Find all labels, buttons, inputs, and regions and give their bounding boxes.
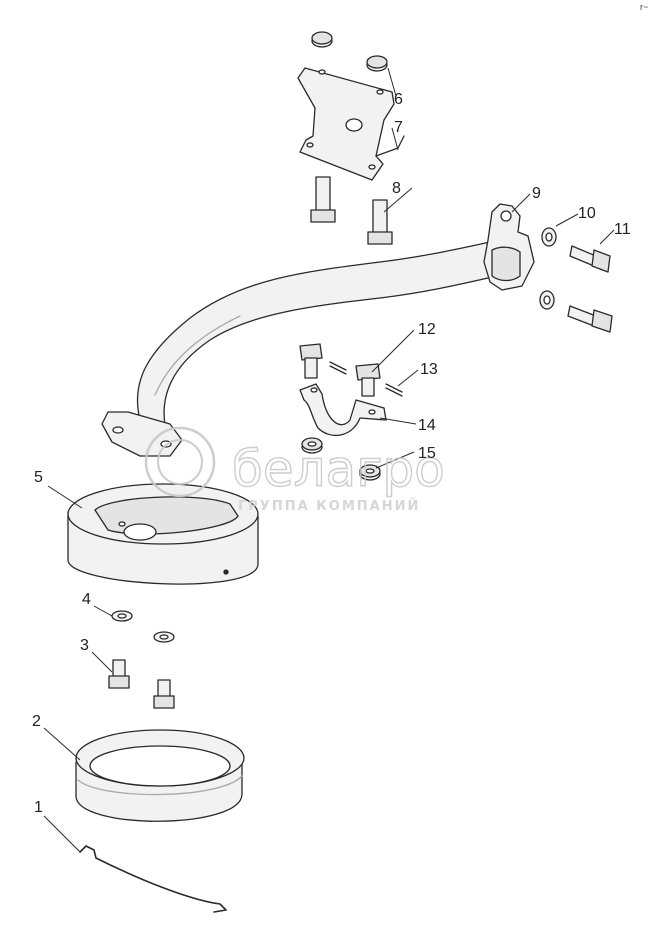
part-label-14: 14 xyxy=(418,417,436,434)
screen-bolt-right xyxy=(153,679,175,709)
part-label-4: 4 xyxy=(82,591,91,608)
bracket-bolt-right xyxy=(367,199,393,245)
mounting-bracket xyxy=(297,67,405,181)
screen-washer-left xyxy=(111,610,133,622)
clamp-bolt-right xyxy=(355,363,381,397)
flange-bolt-upper xyxy=(569,245,611,273)
lock-pin-right xyxy=(385,383,403,397)
watermark: белагро ГРУППА КОМПАНИЙ xyxy=(144,426,445,514)
part-label-9: 9 xyxy=(532,185,541,202)
leader-lines xyxy=(43,67,615,853)
bracket-bolt-left xyxy=(310,176,336,223)
wire-clip xyxy=(79,845,227,913)
pipe-lower-flange xyxy=(101,411,183,457)
part-label-11: 11 xyxy=(614,221,631,238)
screen-bolt-left xyxy=(108,659,130,689)
bracket-nut-right xyxy=(366,55,388,72)
part-labels: 1 2 3 4 5 6 7 8 9 10 11 12 13 14 15 xyxy=(32,91,631,816)
part-label-7: 7 xyxy=(394,119,403,136)
clamp-nut-right xyxy=(359,464,381,481)
part-label-3: 3 xyxy=(80,637,89,654)
intake-pipe-flange xyxy=(483,203,535,291)
part-label-6: 6 xyxy=(394,91,403,108)
watermark-logo-icon xyxy=(144,426,216,498)
clamp-bolt-left xyxy=(299,343,323,379)
part-label-8: 8 xyxy=(392,180,401,197)
part-label-10: 10 xyxy=(578,205,596,222)
flange-bolt-lower xyxy=(567,305,613,333)
part-label-5: 5 xyxy=(34,469,43,486)
corner-mark: r~ xyxy=(640,2,648,12)
bracket-nut-left xyxy=(311,31,333,48)
part-label-15: 15 xyxy=(418,445,436,462)
watermark-logo-inner-icon xyxy=(157,439,203,485)
oil-strainer-screen xyxy=(75,729,245,822)
part-label-13: 13 xyxy=(420,361,438,378)
watermark-tagline: ГРУППА КОМПАНИЙ xyxy=(238,498,420,514)
flange-washer-upper xyxy=(541,227,557,247)
lock-pin-left xyxy=(329,361,347,375)
clamp-nut-left xyxy=(301,437,323,454)
watermark-brand: белагро xyxy=(232,440,445,498)
part-label-2: 2 xyxy=(32,713,41,730)
screen-washer-right xyxy=(153,631,175,643)
part-label-1: 1 xyxy=(34,799,43,816)
flange-washer-lower xyxy=(539,290,555,310)
part-label-12: 12 xyxy=(418,321,436,338)
strainer-housing xyxy=(67,483,259,585)
pipe-clamp xyxy=(299,383,387,437)
